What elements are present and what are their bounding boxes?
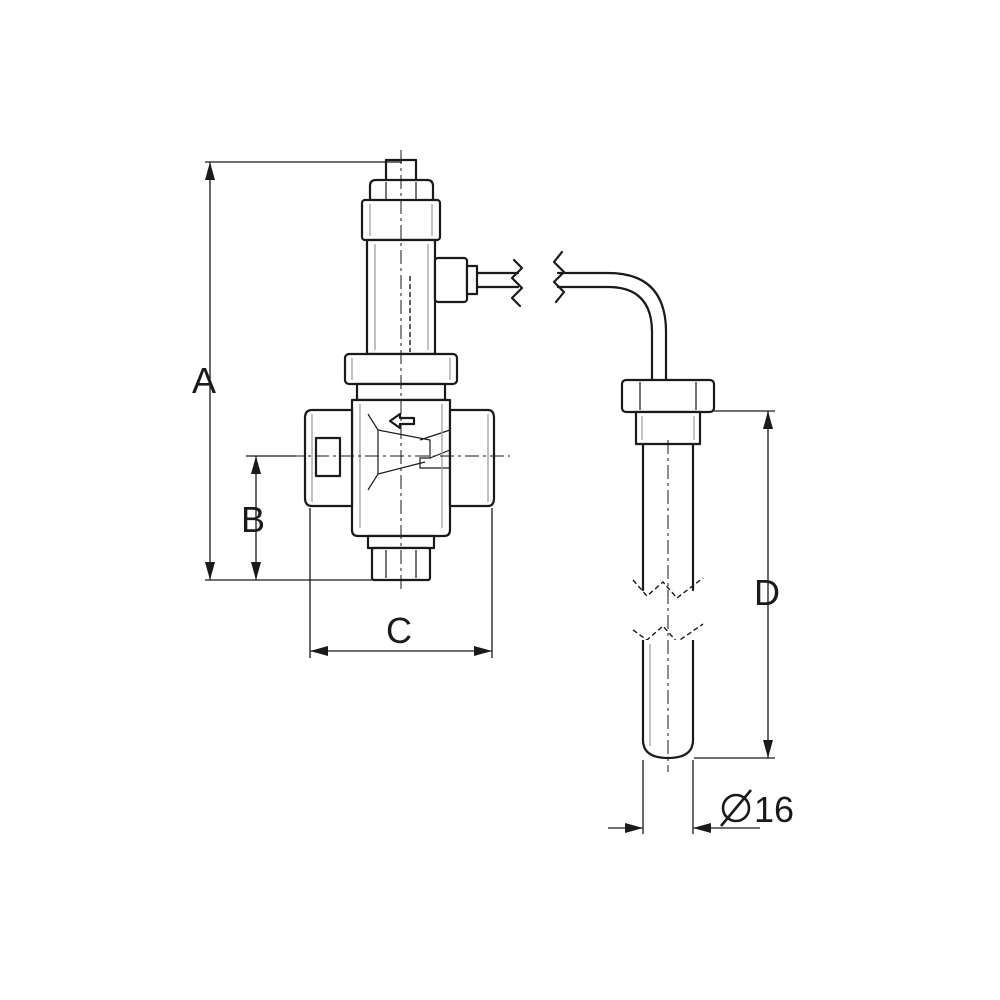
dimension-label-diameter: 16 (754, 789, 794, 830)
dimension-a: A (192, 161, 402, 581)
dimension-d: D (694, 410, 780, 759)
dimension-label-b: B (241, 499, 265, 540)
sensor-break-upper (632, 577, 704, 599)
flow-arrow-icon (388, 412, 416, 430)
sensor-assembly (552, 250, 716, 772)
capillary-break-right (552, 250, 566, 304)
inlet-hex-flat (314, 436, 342, 478)
dimension-c: C (309, 508, 493, 658)
valve-outlet-right (448, 408, 496, 508)
dimension-label-c: C (386, 610, 412, 651)
seat-left-profile (367, 413, 379, 491)
dimension-label-a: A (192, 360, 216, 401)
dimension-b: B (241, 455, 296, 580)
dimension-label-d: D (754, 572, 780, 613)
capillary-port-nipple (465, 264, 479, 296)
dimension-diameter: 16 (608, 760, 794, 834)
capillary-port (433, 256, 469, 304)
sensor-thread (634, 410, 702, 446)
capillary-break-left (510, 258, 524, 308)
valve-assembly (290, 150, 524, 592)
sensor-hex-nut (620, 378, 716, 414)
capillary-bend-inner (556, 285, 654, 382)
capillary-bend-outer (556, 271, 668, 382)
sensor-break-lower (632, 623, 704, 643)
diameter-icon (720, 789, 752, 827)
